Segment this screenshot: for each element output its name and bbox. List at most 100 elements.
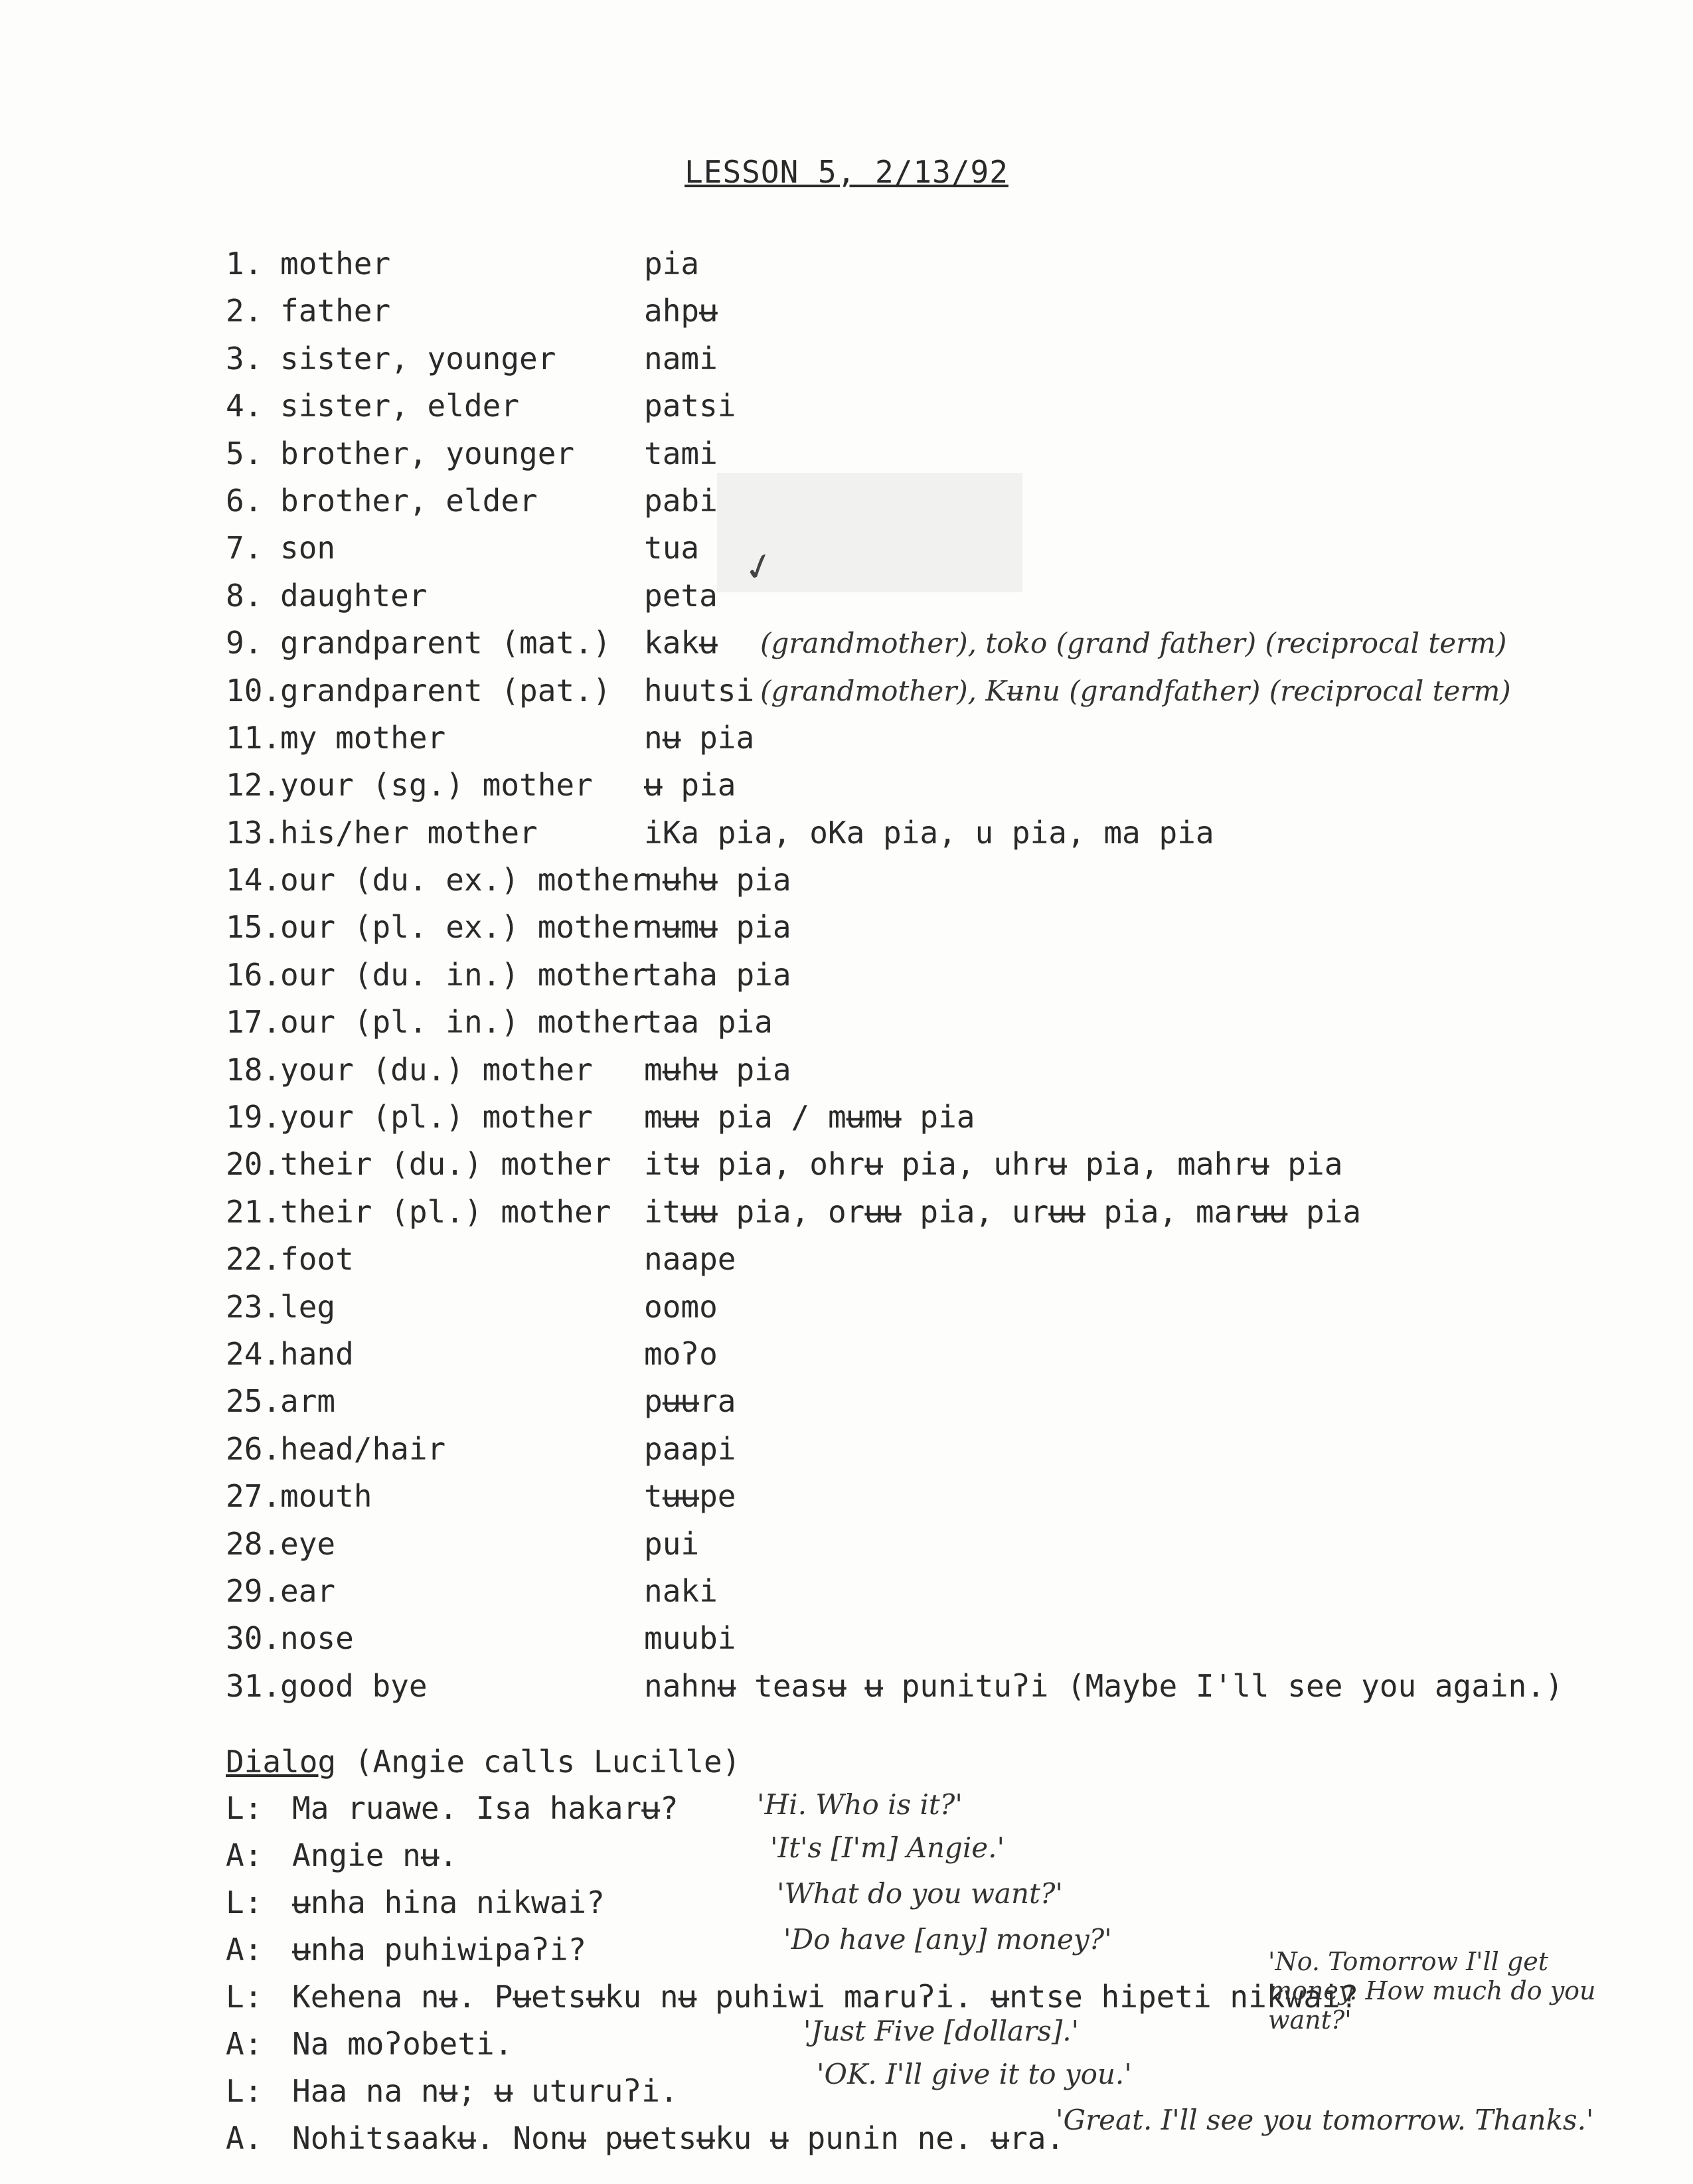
handwritten-translation: 'No. Tomorrow I'll get money. How much d… [1268,1947,1596,2035]
vocab-native: paapi [644,1430,736,1467]
handwritten-note: (grandmother), Kʉnu (grandfather) (recip… [760,674,1511,707]
handwritten-translation: 'Just Five [dollars].' [803,2015,1080,2047]
vocab-native: taha pia [644,956,791,993]
vocab-english: our (du. ex.) mother [280,862,648,898]
vocab-number: 23. [226,1288,282,1325]
vocab-english: mouth [280,1478,372,1515]
dialog-speaker: A: [226,1932,263,1968]
vocab-row: 9.grandparent (mat.)kakʉ(grandmother), t… [226,620,1620,667]
dialog-utterance: Na moʔobeti. [292,2026,513,2062]
vocab-english: daughter [280,577,428,614]
vocab-number: 1. [226,246,263,282]
vocab-number: 24. [226,1335,282,1372]
vocab-number: 16. [226,956,282,993]
dialog-line: A: Na moʔobeti. 'Just Five [dollars].' [226,2015,1620,2068]
vocab-number: 12. [226,767,282,803]
vocab-english: our (du. in.) mother [280,956,648,993]
vocab-row: 10.grandparent (pat.)huutsi(grandmother)… [226,667,1620,714]
vocab-english: your (sg.) mother [280,767,593,803]
vocab-number: 8. [226,577,263,614]
vocab-native: mʉhʉ pia [644,1051,791,1088]
vocab-number: 4. [226,388,263,424]
vocab-native: ʉ pia [644,767,736,803]
vocab-number: 28. [226,1525,282,1562]
dialog-utterance: Haa na nʉ; ʉ uturuʔi. [292,2073,679,2109]
vocab-native: pabi [644,482,718,519]
dialog-heading-subtitle: (Angie calls Lucille) [336,1744,741,1780]
dialog-line: L:Haa na nʉ; ʉ uturuʔi.'OK. I'll give it… [226,2058,1620,2115]
vocab-number: 26. [226,1430,282,1467]
vocab-number: 22. [226,1241,282,1278]
vocab-native: muubi [644,1620,736,1657]
vocab-native: ahpʉ [644,293,718,329]
vocab-number: 14. [226,862,282,898]
vocab-native: nʉmʉ pia [644,909,791,946]
vocab-english: arm [280,1383,336,1420]
dialog-heading: Dialog (Angie calls Lucille) [226,1738,1620,1785]
vocab-english: leg [280,1288,336,1325]
dialog-line: L:ʉnha hina nikwai?'What do you want?' [226,1877,1620,1926]
vocab-english: his/her mother [280,814,538,851]
vocab-number: 17. [226,1004,282,1041]
vocab-native: patsi [644,388,736,424]
vocab-english: good bye [280,1667,428,1704]
vocab-english: sister, younger [280,340,556,377]
vocab-native: itʉʉ pia, orʉʉ pia, urʉʉ pia, marʉʉ pia [644,1193,1362,1230]
vocab-number: 10. [226,672,282,709]
vocab-row: 26.head/hair paapi [226,1426,1620,1473]
vocab-native: tua [644,530,700,566]
dialog-line: A:ʉnha puhiwipaʔi?'Do have [any] money?' [226,1923,1620,1974]
handwritten-note: (grandmother), toko (grand father) (reci… [760,627,1507,660]
vocab-number: 13. [226,814,282,851]
dialog-section: Dialog (Angie calls Lucille) L: Ma ruawe.… [226,1738,1620,2162]
vocab-row: 27.mouth tʉʉpe [226,1473,1620,1520]
vocab-english: grandparent (mat.) [280,625,611,661]
dialog-speaker: L: [226,1885,263,1920]
vocab-native: oomo [644,1288,718,1325]
handwritten-translation: 'It's [I'm] Angie.' [770,1831,1005,1864]
vocab-number: 27. [226,1478,282,1515]
vocab-english: son [280,530,336,566]
vocab-native: naape [644,1241,736,1278]
vocab-english: head/hair [280,1430,446,1467]
vocab-native: nahnʉ teasʉ ʉ punituʔi (Maybe I'll see y… [644,1667,1564,1704]
vocab-english: their (du.) mother [280,1146,611,1183]
vocab-english: sister, elder [280,388,520,424]
dialog-speaker: A: [226,2026,263,2062]
vocab-row: 23.leg oomo [226,1284,1620,1331]
handwritten-translation: 'OK. I'll give it to you.' [817,2058,1132,2090]
dialog-utterance: ʉnha hina nikwai? [292,1885,605,1920]
dialog-speaker: A. [226,2120,263,2156]
vocab-number: 7. [226,530,263,566]
vocab-english: hand [280,1335,354,1372]
vocab-number: 19. [226,1099,282,1135]
vocab-native: tami [644,435,718,471]
vocab-number: 2. [226,293,263,329]
handwritten-translation: 'Hi. Who is it?' [757,1788,963,1821]
vocab-native: moʔo [644,1335,718,1372]
vocab-number: 3. [226,340,263,377]
vocab-row: 13.his/her mother iKa pia, oKa pia, u pia… [226,809,1620,857]
dialog-utterance: Nohitsaakʉ. Nonʉ pʉetsʉku ʉ punin ne. ʉr… [292,2120,1065,2156]
vocab-native: iKa pia, oKa pia, u pia, ma pia [644,814,1214,851]
dialog-heading-label: Dialog [226,1744,337,1780]
vocab-english: father [280,293,391,329]
dialog-speaker: A: [226,1837,263,1873]
vocab-native: tʉʉpe [644,1478,736,1515]
dialog-line: A. Nohitsaakʉ. Nonʉ pʉetsʉku ʉ punin ne. … [226,2104,1620,2162]
dialog-utterance: Ma ruawe. Isa hakarʉ? [292,1790,679,1826]
vocab-english: eye [280,1525,336,1562]
vocab-native: kakʉ [644,625,718,661]
dialog-speaker: L: [226,1979,263,2015]
